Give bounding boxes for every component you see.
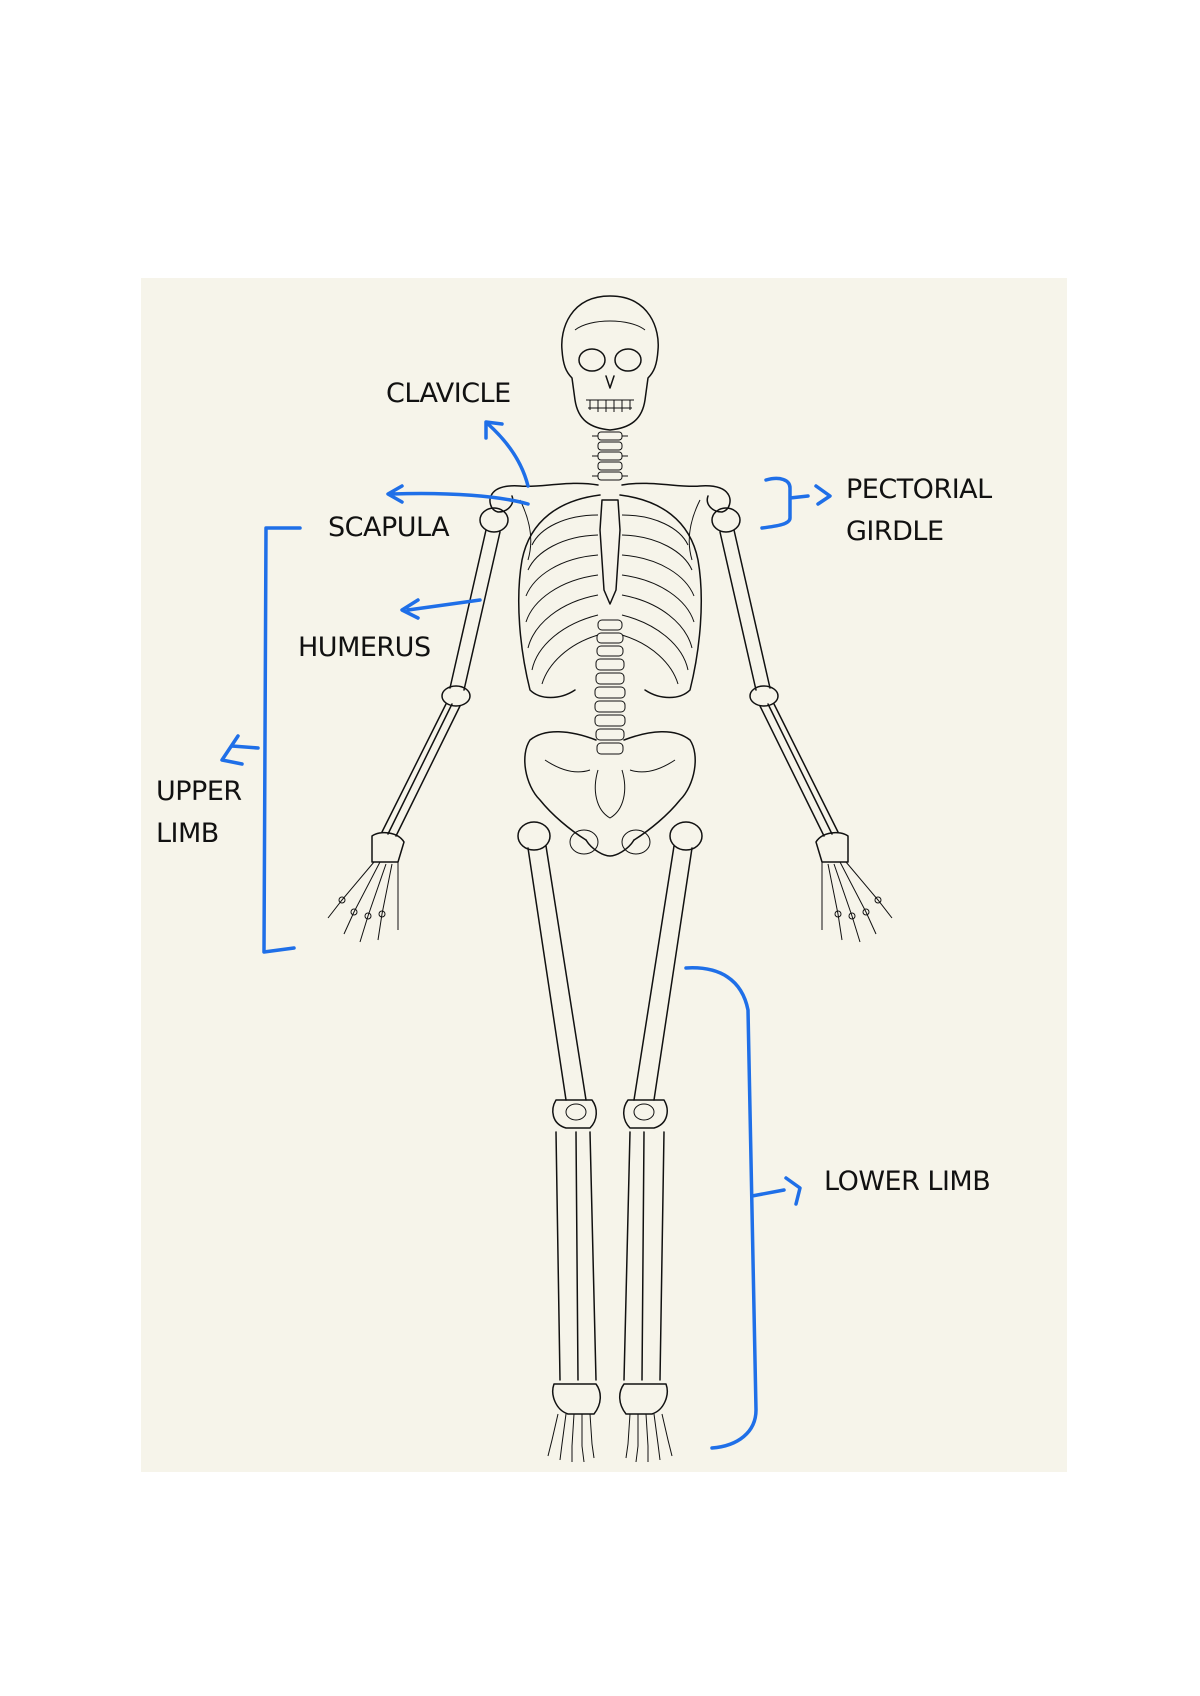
- left-hand: [327, 831, 405, 943]
- lower-limb-arrow: [750, 1176, 802, 1206]
- skull: [561, 295, 659, 431]
- label-pectorial-line2: GIRDLE: [846, 516, 944, 547]
- label-lower-limb: LOWER LIMB: [824, 1166, 990, 1197]
- right-foot: [625, 1413, 673, 1463]
- label-clavicle: CLAVICLE: [386, 378, 511, 409]
- left-foot: [547, 1413, 595, 1463]
- upper-limb-arrow: [220, 734, 260, 766]
- skeleton-illustration: [327, 295, 893, 1463]
- diagram-panel: [141, 278, 1067, 1472]
- right-leg: [619, 821, 703, 1463]
- scapula-arrow: [386, 484, 530, 506]
- humerus-arrow: [400, 598, 482, 620]
- label-upper-limb-line2: LIMB: [156, 818, 219, 849]
- label-upper-limb-line1: UPPER: [156, 776, 242, 807]
- lower-limb-bracket: [684, 966, 758, 1450]
- label-pectorial-line1: PECTORIAL: [846, 474, 992, 505]
- pectorial-bracket: [760, 476, 832, 530]
- annotations: [220, 420, 832, 1450]
- pelvis: [524, 731, 696, 857]
- left-arm: [327, 507, 509, 943]
- right-arm: [711, 507, 893, 943]
- right-hand: [815, 831, 893, 943]
- clavicle-arrow: [484, 420, 530, 488]
- label-scapula: SCAPULA: [328, 512, 450, 543]
- upper-limb-bracket: [262, 526, 302, 954]
- rib-cage: [517, 494, 703, 699]
- shoulder-girdle: [489, 482, 731, 561]
- label-humerus: HUMERUS: [298, 632, 431, 663]
- left-leg: [517, 821, 601, 1463]
- spine: [594, 619, 626, 755]
- labels: CLAVICLE SCAPULA HUMERUS UPPER LIMB PECT…: [156, 378, 993, 1197]
- cervical-spine: [592, 431, 628, 481]
